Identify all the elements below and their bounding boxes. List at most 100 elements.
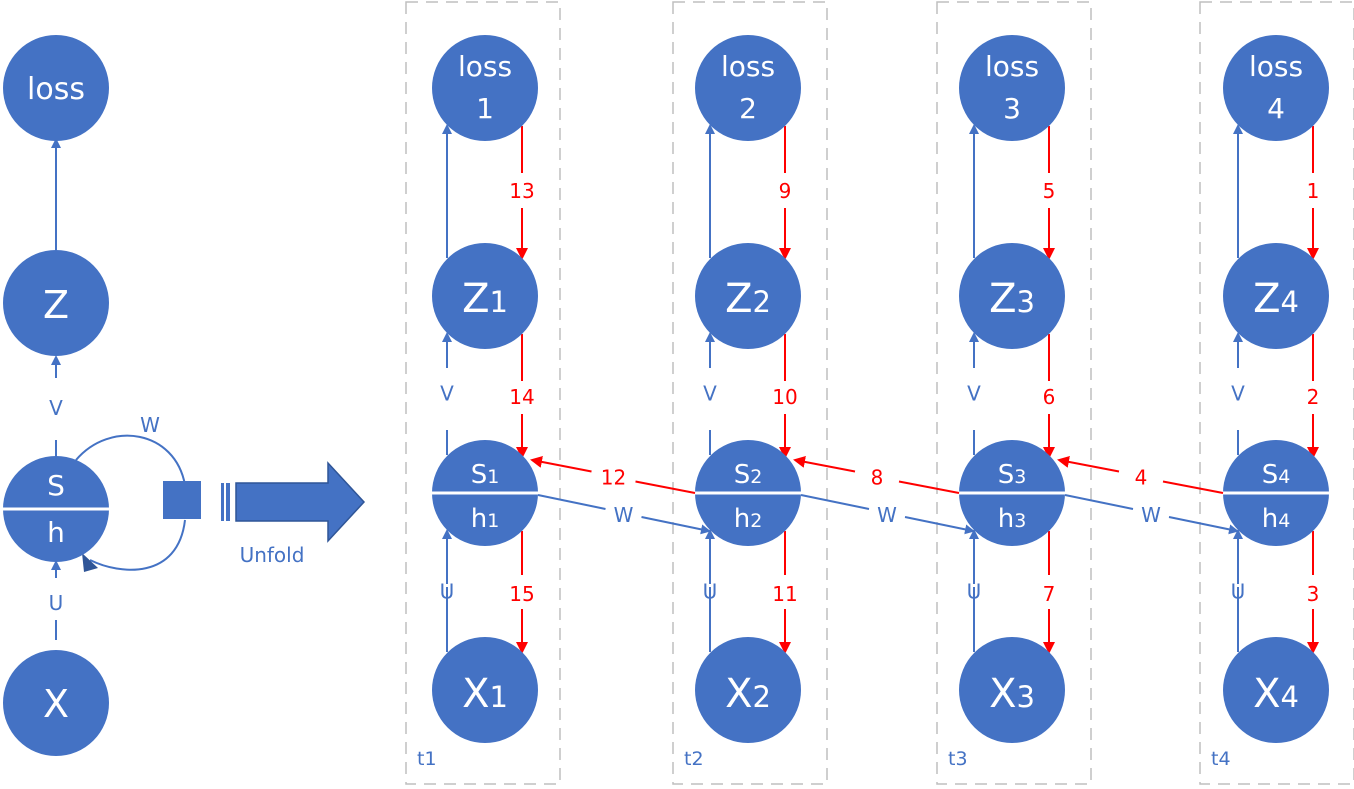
- h-text-index: 3: [1014, 510, 1026, 532]
- h-text-main: h: [998, 504, 1014, 534]
- z-text-index: 3: [1016, 285, 1034, 319]
- time-step-frame: [936, 1, 1092, 785]
- time-label: t3: [948, 748, 968, 770]
- unfold-arrow-icon: [235, 461, 366, 543]
- unfold-arrow-stripe: [221, 483, 224, 521]
- h-text: h1: [471, 504, 500, 534]
- folded-v-label: V: [49, 396, 63, 420]
- bp-w-edge-start: [898, 480, 960, 494]
- loss-node: [959, 35, 1065, 141]
- bp-w-edge: [793, 455, 856, 473]
- s-text: S3: [998, 460, 1027, 490]
- h-text-index: 2: [750, 510, 762, 532]
- loss-text: loss: [985, 50, 1039, 83]
- s-text-main: S: [1262, 460, 1279, 490]
- h-text: h2: [734, 504, 763, 534]
- z-node: [1223, 243, 1329, 349]
- x-node: [695, 637, 801, 743]
- s-text: S2: [734, 460, 763, 490]
- z-text: Z1: [462, 276, 508, 322]
- folded-loss-text: loss: [27, 72, 85, 107]
- x-text: X3: [989, 671, 1035, 717]
- unfolded-steps: t1VU131415loss1Z1S1h1X1t2VU91011loss2Z2S…: [405, 1, 1354, 785]
- loss-node: [1223, 35, 1329, 141]
- folded-x-node: [3, 650, 109, 756]
- x-text-index: 3: [1016, 680, 1034, 714]
- bp-step-label: 3: [1307, 582, 1320, 606]
- s-text-main: S: [734, 460, 751, 490]
- h-text: h3: [998, 504, 1027, 534]
- w-edge: [641, 516, 711, 535]
- x-text-index: 1: [489, 680, 507, 714]
- x-text: X2: [725, 671, 771, 717]
- folded-s-text: S: [47, 469, 65, 502]
- x-node: [432, 637, 538, 743]
- x-text-index: 4: [1280, 680, 1298, 714]
- x-text-main: X: [725, 671, 752, 717]
- s-text: S1: [471, 460, 500, 490]
- folded-rnn: V U W loss Z S h X: [3, 35, 201, 756]
- bp-step-label: 14: [509, 385, 534, 409]
- folded-z-node: [3, 250, 109, 356]
- v-label: V: [440, 382, 454, 406]
- u-label: U: [967, 580, 982, 604]
- recurrent-arrowhead-icon: [82, 553, 98, 572]
- z-text-main: Z: [1253, 276, 1280, 322]
- bp-w-edge: [530, 456, 592, 473]
- bp-step-label: 2: [1307, 385, 1320, 409]
- bp-w-edge-start: [635, 480, 696, 494]
- z-text-index: 1: [489, 285, 507, 319]
- folded-x-text: X: [43, 682, 69, 726]
- bp-step-label: 1: [1307, 179, 1320, 203]
- time-label: t1: [417, 748, 437, 770]
- unfold-arrow-stripe: [226, 483, 230, 521]
- bp-step-label: 13: [509, 179, 534, 203]
- s-text-main: S: [998, 460, 1015, 490]
- w-edge-start: [537, 494, 606, 510]
- loss-index: 4: [1267, 92, 1285, 125]
- folded-w-label: W: [140, 413, 160, 437]
- h-text-index: 1: [487, 510, 499, 532]
- z-text-index: 2: [752, 285, 770, 319]
- x-text: X4: [1253, 671, 1299, 717]
- loss-text: loss: [721, 50, 775, 83]
- z-text-main: Z: [989, 276, 1016, 322]
- bp-step-label: 4: [1135, 466, 1148, 490]
- loss-node: [695, 35, 801, 141]
- bp-step-label: 15: [509, 582, 534, 606]
- bp-step-label: 8: [871, 466, 884, 490]
- h-text-main: h: [471, 504, 487, 534]
- h-text-main: h: [734, 504, 750, 534]
- bp-step-label: 9: [779, 179, 792, 203]
- loss-index: 2: [739, 92, 757, 125]
- z-node: [432, 243, 538, 349]
- bp-step-label: 11: [772, 582, 797, 606]
- loss-index: 3: [1003, 92, 1021, 125]
- v-label: V: [1231, 382, 1245, 406]
- loss-text: loss: [458, 50, 512, 83]
- x-text-index: 2: [752, 680, 770, 714]
- h-text: h4: [1262, 504, 1291, 534]
- v-label: V: [967, 382, 981, 406]
- transition-3-4: W4: [1057, 455, 1239, 535]
- bp-step-label: 6: [1043, 385, 1056, 409]
- w-edge: [1168, 516, 1239, 535]
- bp-step-label: 10: [772, 385, 797, 409]
- bp-w-edge: [1057, 455, 1120, 473]
- v-label: V: [703, 382, 717, 406]
- h-text-main: h: [1262, 504, 1278, 534]
- folded-u-label: U: [49, 591, 64, 615]
- u-label: U: [440, 580, 455, 604]
- folded-loss-node: [3, 35, 109, 141]
- unfold-arrow: Unfold: [221, 461, 366, 567]
- s-text-index: 1: [487, 466, 499, 488]
- delay-square-icon: [163, 481, 201, 519]
- w-edge-start: [1064, 494, 1134, 510]
- transition-1-2: W12: [530, 456, 711, 535]
- bp-w-edge-start: [1162, 480, 1224, 494]
